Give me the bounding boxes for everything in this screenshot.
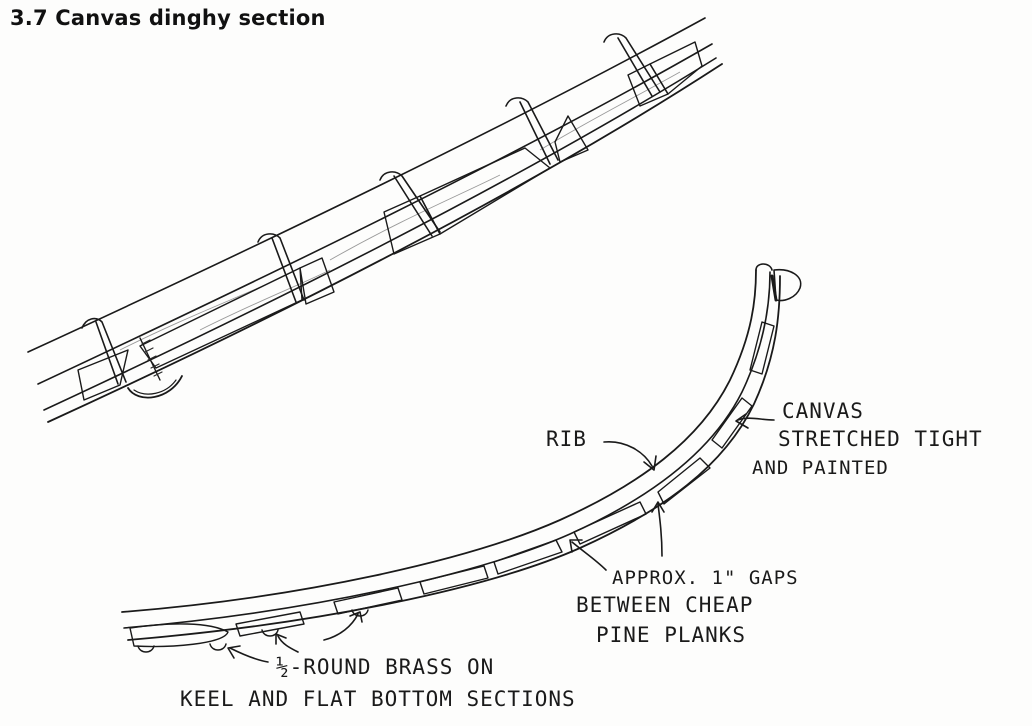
upper-detail [27,17,723,423]
label-rib: RIB [546,427,587,451]
label-gaps-line-2: BETWEEN CHEAP [576,593,753,617]
hull-section [121,263,802,653]
annotation-arrows [227,413,775,663]
label-brass-line-1: ½-ROUND BRASS ON [276,655,494,679]
label-canvas-line-3: AND PAINTED [752,457,889,479]
label-gaps-line-1: APPROX. 1" GAPS [612,567,799,589]
annotation-labels: RIB CANVAS STRETCHED TIGHT AND PAINTED A… [180,399,983,711]
label-brass-line-2: KEEL AND FLAT BOTTOM SECTIONS [180,687,576,711]
keel-screw-and-brass [127,337,183,399]
upper-rib-clips [81,33,661,385]
label-canvas-line-2: STRETCHED TIGHT [778,427,983,451]
upper-plank-blocks [77,41,703,401]
page-title: 3.7 Canvas dinghy section [10,6,326,30]
label-gaps-line-3: PINE PLANKS [596,623,746,647]
label-canvas-line-1: CANVAS [782,399,864,423]
